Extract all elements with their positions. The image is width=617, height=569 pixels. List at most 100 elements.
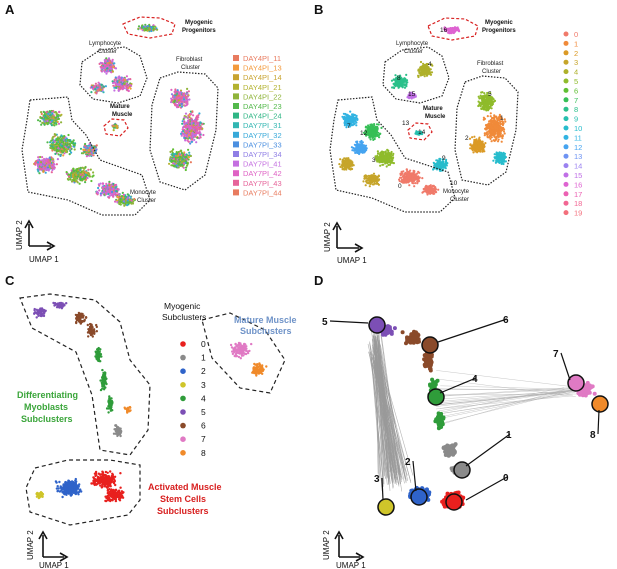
panel-b-cell-point <box>493 153 496 156</box>
panel-a-cell-point <box>111 70 114 73</box>
panel-a-cell-point <box>72 169 75 172</box>
panel-a-cell-point <box>190 140 193 143</box>
panel-b-cell-point <box>504 120 507 123</box>
panel-a-cell-point <box>111 190 114 194</box>
panel-a-cell-point <box>66 177 69 181</box>
panel-a-cell-point <box>113 86 116 89</box>
panel-a-cell-point <box>51 144 54 148</box>
panel-a-cell-point <box>42 118 45 121</box>
panel-b-cell-point <box>343 121 346 124</box>
panel-a-cell-point <box>182 154 185 157</box>
panel-a-cell-point <box>45 111 48 114</box>
panel-b-cell-point <box>419 60 423 64</box>
panel-a-cell-point <box>129 87 132 90</box>
panel-a-legend-label: DAY7PI_42 <box>243 169 282 178</box>
panel-a-legend-swatch <box>233 131 239 138</box>
panel-a-cell-point <box>190 117 193 120</box>
panel-b-cell-point <box>495 120 498 123</box>
panel-a-cell-point <box>189 127 193 130</box>
panel-a-cell-point <box>119 82 122 86</box>
panel-a-cell-point <box>118 81 121 84</box>
panel-a-cell-point <box>121 80 124 83</box>
panel-a-cell-point <box>188 132 191 135</box>
panel-b-cell-point <box>494 161 497 164</box>
panel-b-cell-point <box>476 151 479 154</box>
panel-a-cell-point <box>73 177 76 180</box>
panel-a-cell-point <box>114 124 117 128</box>
panel-a-cell-point <box>193 138 196 141</box>
panel-b-cell-point <box>483 99 486 102</box>
panel-b-cell-point <box>485 100 488 104</box>
panel-b-cell-point <box>477 100 480 103</box>
panel-a-cell-point <box>58 140 62 144</box>
panel-a-cell-point <box>105 72 108 75</box>
panel-a-cell-point <box>146 29 149 32</box>
panel-a-cell-point <box>105 189 108 192</box>
panel-a-cell-point <box>182 162 185 165</box>
panel-a-cell-point <box>201 127 204 130</box>
panel-a-cell-point <box>177 99 180 102</box>
panel-b-cell-point <box>423 75 426 78</box>
panel-b-cell-point <box>488 102 491 105</box>
panel-a-cell-point <box>99 61 102 64</box>
panel-a-cell-point <box>109 67 112 70</box>
panel-a-legend-label: DAY4PI_24 <box>243 112 282 121</box>
panel-a-cell-point <box>179 150 182 153</box>
panel-b-cell-point <box>354 120 357 123</box>
panel-b-cell-point <box>451 28 454 31</box>
panel-b-cell-point <box>405 82 408 85</box>
panel-a-cell-point <box>105 69 108 72</box>
panel-a-cell-point <box>183 116 186 119</box>
panel-a-cell-point <box>182 96 186 99</box>
panel-a-cell-point <box>178 153 181 156</box>
panel-a-cell-point <box>104 60 107 63</box>
panel-a-cell-point <box>181 128 184 131</box>
panel-a-cell-point <box>139 26 142 29</box>
panel-a-cell-point <box>51 112 54 115</box>
panel-a-cell-point <box>48 164 51 167</box>
panel-b-cell-point <box>392 86 395 89</box>
panel-a-legend: DAY4PI_11DAY4PI_13DAY4PI_14DAY4PI_21DAY4… <box>233 54 282 197</box>
panel-a-cell-point <box>170 88 173 91</box>
panel-a-cell-point <box>101 182 104 185</box>
panel-a-cell-point <box>174 156 177 159</box>
panel-a-cell-point <box>178 160 181 163</box>
panel-a-cell-point <box>146 25 149 28</box>
panel-a-lymph-label-1: Lymphocyte <box>89 41 122 47</box>
panel-b-cell-point <box>496 152 499 155</box>
panel-a-cell-point <box>106 186 109 189</box>
panel-a-cell-point <box>98 85 101 88</box>
panel-a-cell-point <box>56 138 59 141</box>
panel-b-cell-point <box>493 99 497 102</box>
panel-a-legend-label: DAY7PI_31 <box>243 121 282 130</box>
panel-a-mature-label-2: Muscle <box>112 112 133 118</box>
panel-a-cell-point <box>177 91 180 94</box>
panel-a-cell-point <box>186 162 189 165</box>
panel-a-cell-point <box>186 87 189 90</box>
panel-b-cell-point <box>353 122 356 125</box>
panel-b-cell-point <box>490 125 493 129</box>
panel-a-cell-point <box>114 83 117 86</box>
panel-a-cell-point <box>101 66 104 69</box>
panel-a-cell-point <box>104 63 107 67</box>
panel-b-cell-point <box>475 148 478 151</box>
panel-b-cell-point <box>483 103 487 106</box>
panel-a-cell-point <box>58 110 61 113</box>
panel-a-cell-point <box>95 92 98 95</box>
panel-a-cell-point <box>59 144 62 147</box>
panel-a-cell-point <box>73 143 76 147</box>
panel-a-cell-point <box>108 61 111 64</box>
panel-a-cell-point <box>183 151 186 154</box>
panel-b-cell-point <box>495 117 498 120</box>
panel-a-cell-point <box>85 151 88 154</box>
panel-a-cell-point <box>177 94 180 97</box>
panel-a-cell-point <box>54 145 57 148</box>
panel-a-cell-point <box>83 148 86 151</box>
panel-a-cell-point <box>100 83 103 86</box>
panel-b-cell-point <box>421 72 424 75</box>
panel-a-cell-point <box>48 119 51 122</box>
panel-a-cell-point <box>60 149 63 153</box>
panel-a-cell-point <box>125 75 128 78</box>
panel-a-cell-point <box>174 104 177 107</box>
panel-a-cell-point <box>110 193 113 196</box>
